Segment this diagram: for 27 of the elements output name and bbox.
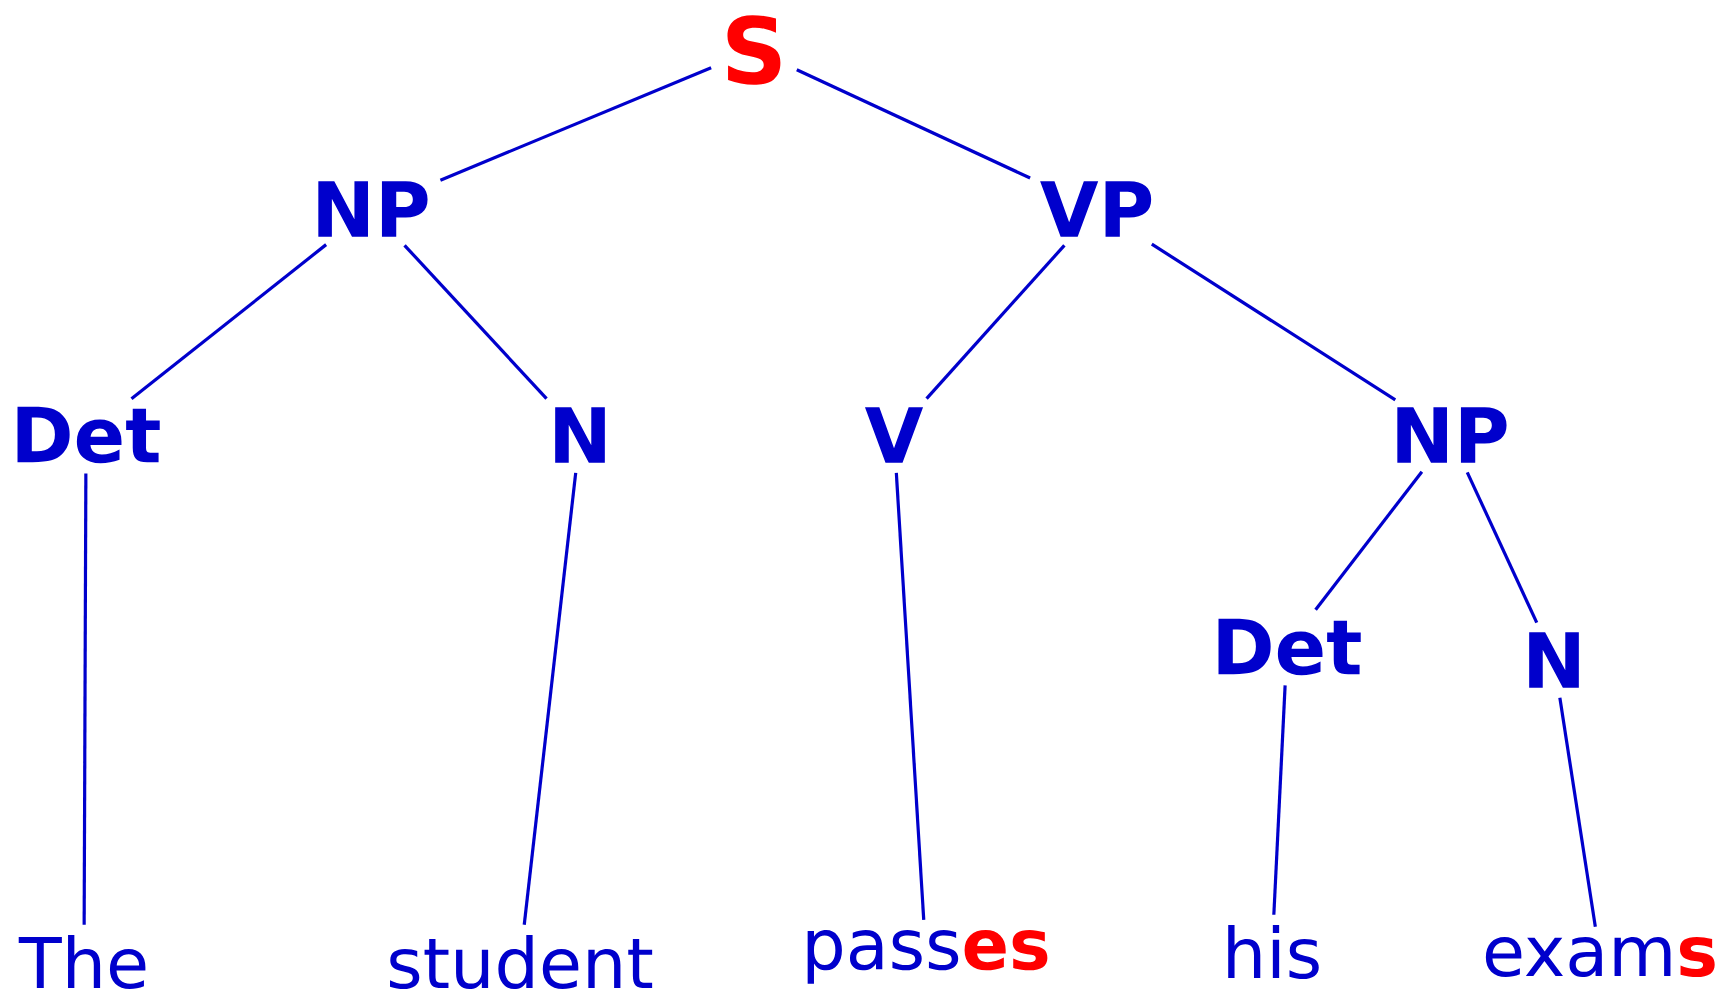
tree-branch	[894, 472, 926, 921]
category-label: NP	[1397, 407, 1507, 463]
category-label: N	[555, 407, 605, 463]
tree-branch	[1465, 471, 1539, 624]
tree-branch	[796, 68, 1031, 180]
category-label: VP	[1040, 181, 1152, 237]
tree-branch	[130, 243, 328, 401]
tree-branch	[1272, 685, 1287, 915]
tree-branch	[1558, 697, 1597, 927]
word: The	[18, 934, 146, 990]
word: student	[390, 934, 653, 990]
category-label: V	[865, 407, 924, 463]
word: his	[1228, 924, 1319, 980]
word: passes	[807, 930, 1048, 984]
tree-branch	[522, 472, 578, 925]
tree-branch	[925, 244, 1066, 400]
category-label: Det	[1218, 618, 1361, 676]
category-label: NP	[318, 181, 428, 237]
word: exams	[1485, 936, 1715, 978]
category-label: Det	[17, 406, 160, 464]
category-label: N	[1529, 632, 1579, 688]
category-label: S	[727, 15, 781, 85]
tree-branch	[1314, 470, 1424, 611]
tree-branch	[439, 66, 712, 182]
tree-branch	[82, 473, 88, 925]
tree-branch	[1150, 242, 1397, 402]
tree-branch	[403, 244, 548, 400]
